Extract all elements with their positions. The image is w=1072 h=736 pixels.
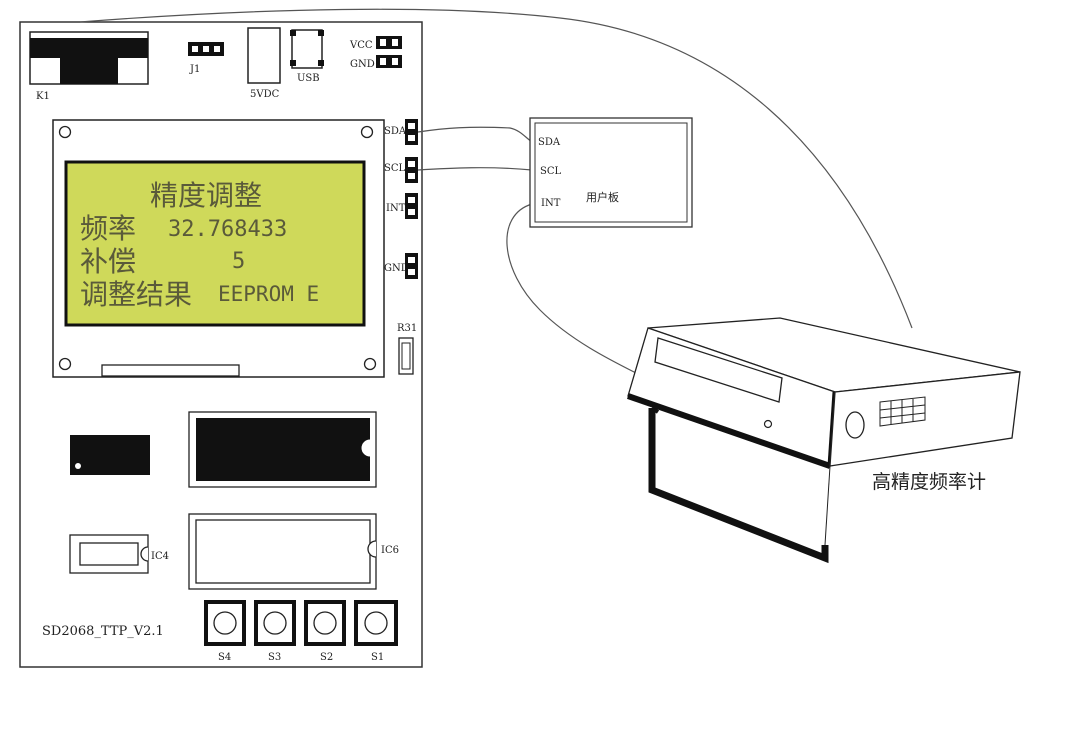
vcc-pins [376,36,402,49]
lcd-line4-label: 调整结果 [80,278,192,311]
lcd-line1: 精度调整 [150,179,262,212]
lcd-line4-value: EEPROM E [218,282,319,306]
button-s3[interactable] [254,600,296,646]
sda-wire [417,126,533,143]
button-s2-label: S2 [320,652,333,663]
user-board: SDA SCL INT 用户板 [529,117,693,228]
ic6-chip [188,513,377,590]
gnd-top-pins [376,55,402,68]
button-s1-label: S1 [371,652,384,663]
power-jack [247,27,281,84]
ic6-label: IC6 [381,545,399,556]
usb-label: USB [297,73,320,84]
button-s2[interactable] [304,600,346,646]
pin-int-label: INT [386,203,406,214]
button-s4[interactable] [204,600,246,646]
pin-sda-label: SDA [384,126,407,137]
counter-wire [79,8,913,329]
scl-wire [417,167,533,171]
wires [79,8,913,376]
sda-pin-header [405,119,418,145]
button-s3-label: S3 [268,652,281,663]
vcc-label: VCC [349,40,373,51]
int-pin-header [405,193,418,219]
button-s1[interactable] [354,600,398,646]
lcd-screen: 精度调整 频率 32.768433 补偿 5 调整结果 EEPROM E [64,160,366,327]
user-board-int: INT [541,198,561,209]
k1-connector [29,31,149,85]
gnd-top-label: GND [350,59,375,70]
board-model-label: SD2068_TTP_V2.1 [42,624,164,639]
main-board: K1 J1 5VDC USB VCC GND [19,21,423,668]
ic4-label: IC4 [151,551,169,562]
user-board-scl: SCL [540,166,562,177]
lcd-line2-value: 32.768433 [168,217,287,242]
ic4-chip [69,534,149,574]
vent-grid [879,396,926,427]
button-s4-label: S4 [218,652,231,663]
k1-label: K1 [36,91,50,102]
counter-label: 高精度频率计 [872,471,986,493]
user-board-sda: SDA [538,137,561,148]
gnd-pin-header [405,253,418,279]
r31-label: R31 [397,323,417,334]
j1-label: J1 [189,64,200,75]
frequency-counter [627,317,1021,564]
usb-connector [290,29,324,69]
dip-chip [188,411,377,488]
power-5vdc-label: 5VDC [250,89,280,100]
int-wire [506,203,641,376]
small-chip [70,435,150,475]
pin-gnd-label: GND [384,263,409,274]
j1-jumper [188,42,224,56]
r31-resistor [398,337,414,375]
user-board-title: 用户板 [586,190,619,204]
pin-scl-label: SCL [384,163,406,174]
lcd-line2-label: 频率 [80,212,136,245]
scl-pin-header [405,157,418,183]
lcd-line3-label: 补偿 [80,245,136,278]
lcd-line3-value: 5 [232,249,245,274]
